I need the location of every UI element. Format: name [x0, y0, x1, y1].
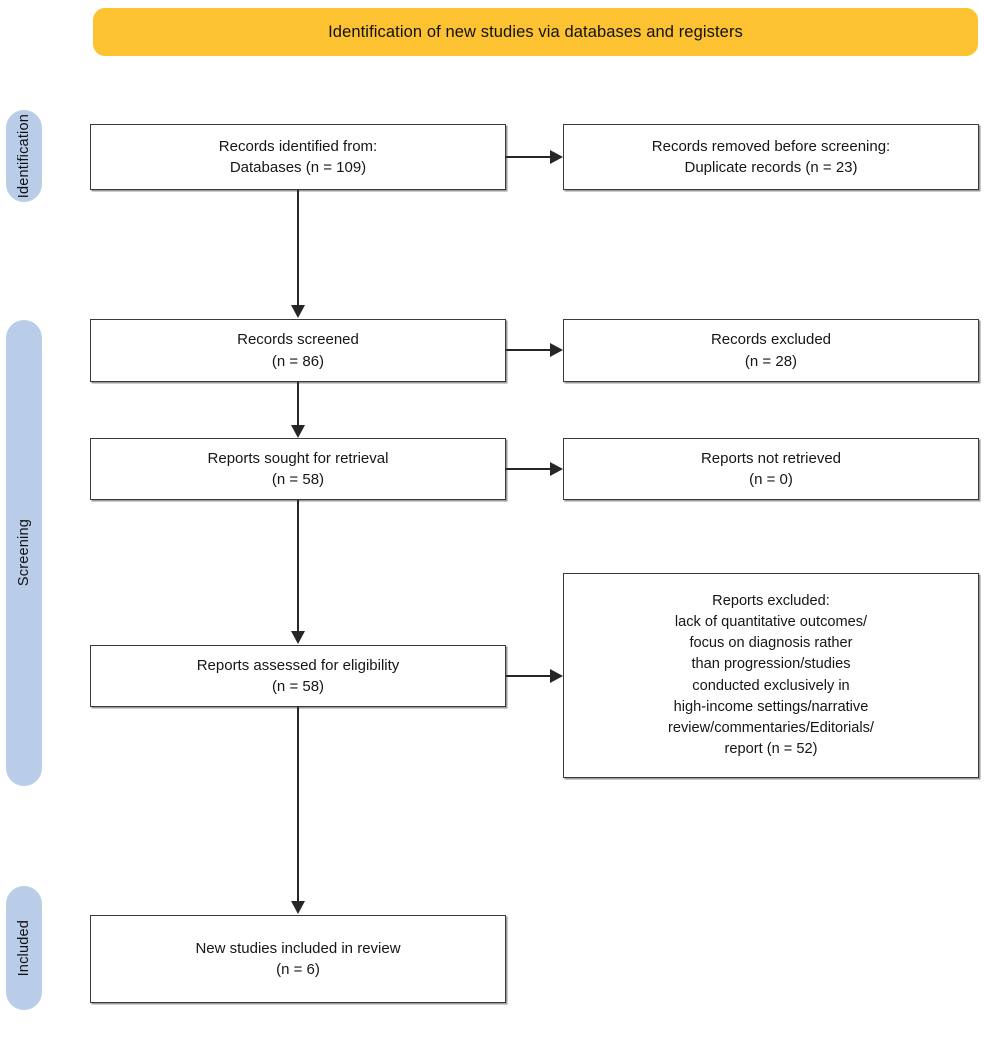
node-reports-sought-text: Reports sought for retrieval (n = 58): [207, 449, 389, 488]
connector-screened-to-excluded: [506, 349, 550, 352]
stage-pill-included-label: Included: [16, 919, 32, 977]
arrowhead-assessed-to-included: [290, 901, 305, 914]
arrowhead-screened-to-excluded: [550, 342, 563, 357]
node-new-studies-included-text: New studies included in review (n = 6): [195, 939, 401, 978]
node-records-identified-text: Records identified from: Databases (n = …: [218, 137, 378, 176]
arrowhead-identified-to-screened: [290, 305, 305, 318]
node-reports-not-retrieved: Reports not retrieved (n = 0): [563, 438, 979, 500]
arrowhead-sought-to-not-retrieved: [550, 461, 563, 476]
connector-assessed-to-reports-excluded: [506, 675, 550, 678]
node-reports-sought: Reports sought for retrieval (n = 58): [90, 438, 506, 500]
node-records-screened-text: Records screened (n = 86): [237, 331, 359, 370]
connector-sought-to-not-retrieved: [506, 468, 550, 471]
node-records-excluded: Records excluded (n = 28): [563, 319, 979, 382]
node-records-excluded-text: Records excluded (n = 28): [710, 331, 832, 370]
node-reports-not-retrieved-text: Reports not retrieved (n = 0): [700, 449, 842, 488]
node-records-removed: Records removed before screening: Duplic…: [563, 124, 979, 190]
stage-pill-screening-label: Screening: [16, 519, 32, 587]
node-records-identified: Records identified from: Databases (n = …: [90, 124, 506, 190]
header-banner-label: Identification of new studies via databa…: [328, 22, 743, 41]
connector-screened-to-sought: [297, 382, 300, 425]
stage-pill-identification: Identification: [6, 110, 42, 202]
arrowhead-screened-to-sought: [290, 425, 305, 438]
stage-pill-identification-label: Identification: [16, 113, 32, 199]
node-new-studies-included: New studies included in review (n = 6): [90, 915, 506, 1003]
node-reports-excluded: Reports excluded: lack of quantitative o…: [563, 573, 979, 778]
arrowhead-sought-to-assessed: [290, 631, 305, 644]
connector-sought-to-assessed: [297, 500, 300, 631]
arrowhead-identified-to-removed: [550, 149, 563, 164]
header-banner: Identification of new studies via databa…: [93, 8, 978, 56]
connector-identified-to-screened: [297, 190, 300, 305]
node-reports-excluded-text: Reports excluded: lack of quantitative o…: [667, 592, 874, 757]
node-records-removed-text: Records removed before screening: Duplic…: [651, 137, 891, 176]
node-reports-assessed: Reports assessed for eligibility (n = 58…: [90, 645, 506, 707]
node-reports-assessed-text: Reports assessed for eligibility (n = 58…: [196, 656, 400, 695]
connector-assessed-to-included: [297, 707, 300, 901]
arrowhead-assessed-to-reports-excluded: [550, 668, 563, 683]
connector-identified-to-removed: [506, 156, 550, 159]
node-records-screened: Records screened (n = 86): [90, 319, 506, 382]
stage-pill-screening: Screening: [6, 320, 42, 786]
stage-pill-included: Included: [6, 886, 42, 1010]
